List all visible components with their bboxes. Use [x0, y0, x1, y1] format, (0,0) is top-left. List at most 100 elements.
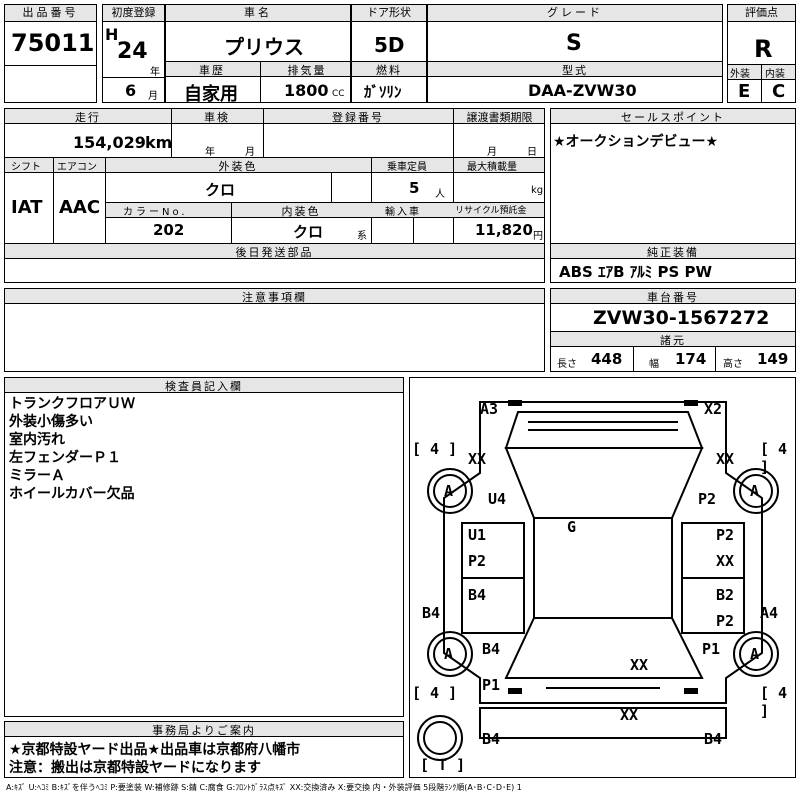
year-unit: 年 — [150, 67, 160, 78]
car-outline — [417, 400, 779, 761]
lot-box: 出品番号 75011 — [4, 4, 97, 103]
dmg-rear-bumper: XX — [620, 706, 639, 724]
grade: S — [566, 31, 582, 56]
dmg-sill-left: B4 — [422, 604, 441, 622]
history-label: 車歴 — [199, 64, 225, 77]
spare-tire-label: [ T ] — [420, 756, 466, 774]
grade-label: グレード — [428, 5, 722, 22]
wheel-fr: A — [750, 482, 760, 500]
office-label: 事務局よりご案内 — [152, 724, 256, 737]
width: 174 — [675, 350, 707, 368]
mileage: 154,029 — [73, 133, 146, 152]
dmg-door-fr-2: XX — [716, 552, 735, 570]
year: 24 — [117, 39, 148, 64]
color-no: 202 — [153, 221, 185, 239]
dmg-door-rl: B4 — [468, 586, 487, 604]
inspector-line: 外装小傷多い — [9, 414, 93, 430]
wheel-rr: A — [750, 645, 760, 663]
dmg-door-fl-1: U1 — [468, 526, 487, 544]
dmg-rear-left: P1 — [482, 676, 501, 694]
dmg-fender-fr: XX — [716, 450, 735, 468]
int-color-unit: 系 — [357, 231, 367, 242]
dmg-sill-right: A4 — [760, 604, 779, 622]
load-label: 最大積載量 — [467, 162, 517, 173]
dmg-front-left: A3 — [480, 400, 499, 418]
tire-rear-right: [ 4 ] — [760, 684, 788, 720]
int-label: 内装 — [765, 69, 785, 80]
capacity-label: 乗車定員 — [387, 162, 427, 173]
wheel-fl: A — [444, 482, 454, 500]
chassis-label: 車台番号 — [647, 291, 699, 304]
color: クロ — [205, 181, 236, 199]
car-name: プリウス — [224, 35, 304, 59]
sales-label: セールスポイント — [621, 111, 725, 124]
capacity-unit: 人 — [435, 189, 445, 200]
notes-label: 注意事項欄 — [242, 291, 307, 304]
car-name-label: 車名 — [166, 5, 350, 22]
reg-label: 登録番号 — [332, 111, 384, 124]
int-color: クロ — [293, 223, 324, 241]
history: 自家用 — [184, 84, 238, 105]
insp-year: 年 — [205, 147, 215, 158]
int-color-label: 内装色 — [281, 205, 321, 218]
transfer-day: 日 — [527, 147, 537, 158]
score-box: 評価点 R 外装 内装 E C — [727, 4, 796, 103]
dmg-bottom-right: B4 — [704, 730, 723, 748]
cc-unit: CC — [332, 89, 345, 99]
score-label: 評価点 — [728, 5, 795, 22]
inspector-label: 検査員記入欄 — [165, 380, 243, 393]
displacement: 1800 — [284, 81, 329, 100]
fuel: ｶﾞｿﾘﾝ — [364, 83, 402, 101]
length-label: 長さ — [557, 359, 577, 370]
door: 5D — [374, 33, 405, 57]
notes-box: 注意事項欄 — [4, 288, 545, 372]
length: 448 — [591, 350, 623, 368]
inspector-line: トランクフロアＵＷ — [9, 396, 135, 412]
recycle-unit: 円 — [533, 231, 543, 242]
dmg-door-rr-1: B2 — [716, 586, 735, 604]
inspector-line: ホイールカバー欠品 — [9, 486, 135, 502]
ext-score: E — [738, 81, 751, 102]
chassis: ZVW30-1567272 — [593, 307, 770, 329]
shift: IAT — [11, 197, 43, 218]
inspection-label: 車検 — [204, 111, 230, 124]
displacement-label: 排気量 — [287, 64, 327, 77]
dmg-roof: G — [567, 518, 577, 536]
equip: ABS ｴｱB ｱﾙﾐ PS PW — [559, 263, 713, 281]
door-label: ドア形状 — [352, 5, 426, 22]
dmg-fender-rl: B4 — [482, 640, 501, 658]
insp-month: 月 — [245, 147, 255, 158]
color-label: 外装色 — [218, 160, 258, 173]
dmg-u4: U4 — [488, 490, 507, 508]
inspector-line: ミラーＡ — [9, 468, 65, 484]
car-name-box: 車名 プリウス 車歴 排気量 自家用 1800 CC — [165, 4, 351, 105]
month: 6 — [125, 81, 137, 100]
tire-front-left: [ 4 ] — [412, 440, 458, 458]
sales-text: ★オークションデビュー★ — [553, 134, 719, 150]
era: H — [105, 25, 119, 44]
inspector-notes: トランクフロアＵＷ 外装小傷多い 室内汚れ 左フェンダーＰ１ ミラーＡ ホイール… — [9, 395, 135, 503]
model: DAA-ZVW30 — [528, 81, 637, 100]
inspector-box: 検査員記入欄 トランクフロアＵＷ 外装小傷多い 室内汚れ 左フェンダーＰ１ ミラ… — [4, 377, 404, 717]
dmg-fender-rr: P1 — [702, 640, 721, 658]
inspector-line: 室内汚れ — [9, 432, 65, 448]
import-label: 輸入車 — [385, 207, 421, 218]
spec-label: 諸元 — [660, 334, 686, 347]
door-box: ドア形状 5D 燃料 ｶﾞｿﾘﾝ — [351, 4, 427, 103]
mileage-label: 走行 — [75, 111, 101, 124]
recycle: 11,820 — [475, 221, 533, 239]
wheel-rl: A — [444, 645, 454, 663]
lot-label: 出品番号 — [5, 5, 96, 22]
lot-number: 75011 — [11, 29, 95, 57]
dmg-door-fl-2: P2 — [468, 552, 487, 570]
sales-box: セールスポイント ★オークションデビュー★ 純正装備 ABS ｴｱB ｱﾙﾐ P… — [550, 108, 796, 283]
detail-box: 走行 車検 登録番号 譲渡書類期限 154,029 km 年 月 月 日 シフト… — [4, 108, 545, 283]
grade-box: グレード S 型式 DAA-ZVW30 — [427, 4, 723, 103]
first-reg-label: 初度登録 — [103, 5, 164, 22]
dmg-door-fr-1: P2 — [716, 526, 735, 544]
chassis-box: 車台番号 ZVW30-1567272 諸元 長さ 448 幅 174 高さ 14… — [550, 288, 796, 372]
office-box: 事務局よりご案内 ★京都特設ヤード出品★出品車は京都府八幡市 注意：搬出は京都特… — [4, 721, 404, 778]
fuel-label: 燃料 — [376, 64, 402, 77]
km-unit: km — [145, 133, 173, 152]
dmg-door-rr-2: P2 — [716, 612, 735, 630]
